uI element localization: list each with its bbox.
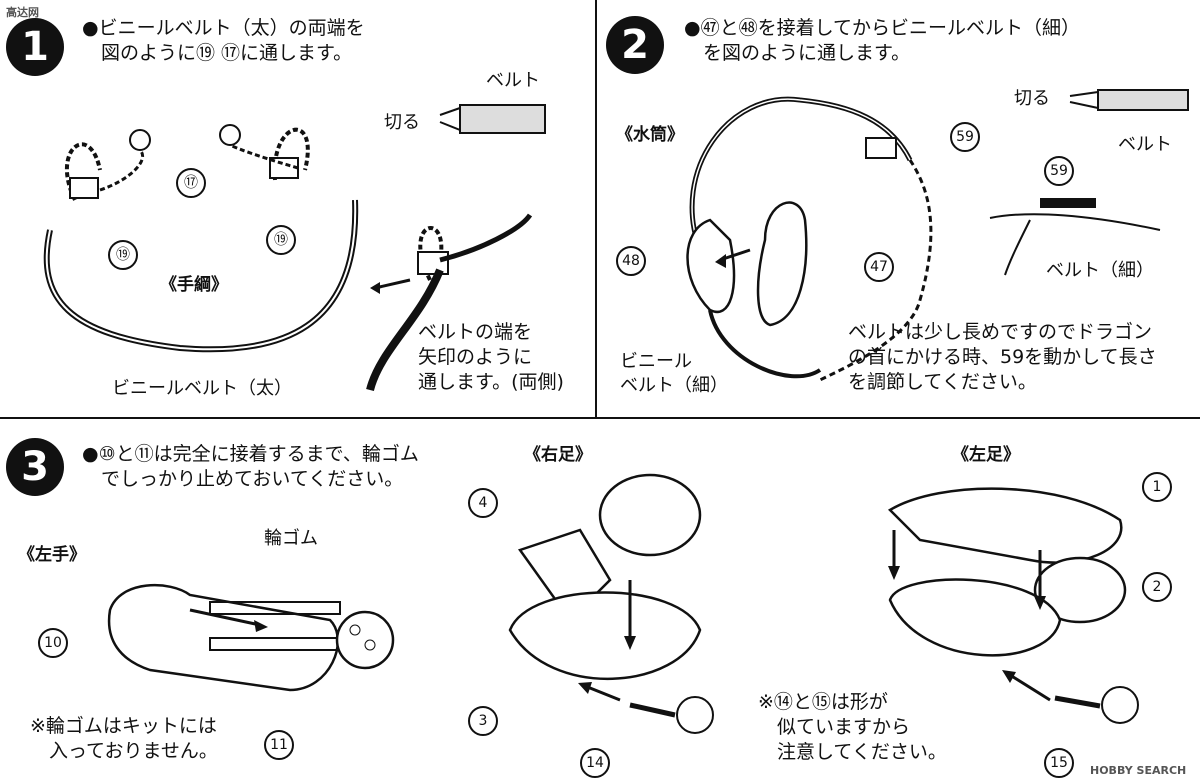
part-19-right-callout: ⑲ (266, 225, 296, 255)
cut-label: 切る (384, 112, 420, 133)
step-1-instruction: ●ビニールベルト（太）の両端を 図のように⑲ ⑰に通します。 (82, 17, 365, 64)
part-1-callout: 1 (1142, 472, 1172, 502)
reins-illustration (43, 124, 359, 353)
right-foot-illustration (508, 473, 714, 734)
part-14-callout: 14 (580, 748, 610, 778)
watermark-top: 高达网 (6, 6, 39, 19)
left-foot-illustration (887, 487, 1139, 724)
part-10-callout: 10 (38, 628, 68, 658)
part-3-callout: 3 (468, 706, 498, 736)
cut-label-2: 切る (1014, 88, 1050, 109)
left-hand-subtitle: 《左手》 (18, 545, 86, 565)
part-48-callout: 48 (616, 246, 646, 276)
belt-label: ベルト (486, 70, 540, 91)
thin-belt-cut-diagram (1069, 89, 1189, 111)
left-foot-subtitle: 《左足》 (952, 445, 1020, 465)
part-19-left-callout: ⑲ (108, 240, 138, 270)
part-2-callout: 2 (1142, 572, 1172, 602)
belt-label-2: ベルト (1118, 134, 1172, 155)
step-2-subtitle: 《水筒》 (616, 125, 684, 145)
belt-cut-diagram (439, 104, 546, 134)
step-1-subtitle: 《手綱》 (160, 275, 228, 295)
rubber-band-label: 輪ゴム (264, 528, 318, 549)
step-2-instruction: ●㊼と㊽を接着してからビニールベルト（細） を図のように通します。 (684, 17, 1081, 64)
step-3-instruction: ●⑩と⑪は完全に接着するまで、輪ゴム でしっかり止めておいてください。 (82, 443, 419, 490)
part-11-callout: 11 (264, 730, 294, 760)
right-foot-subtitle: 《右足》 (524, 445, 592, 465)
step-3-badge: 3 (6, 438, 64, 496)
part-59-detail-callout: 59 (1044, 156, 1074, 186)
belt-threading-detail (366, 213, 533, 392)
step-1-badge: 1 (6, 18, 64, 76)
part-17-callout: ⑰ (176, 168, 206, 198)
thin-belt-label: ベルト（細） (1046, 260, 1154, 281)
belt-end-note: ベルトの端を 矢印のように 通します。(両側) (418, 321, 564, 393)
canteen-illustration (686, 96, 933, 382)
shape-caution-note: ※⑭と⑮は形が 似ていますから 注意してください。 (758, 691, 947, 763)
thin-belt-detail (989, 198, 1161, 276)
part-59-callout: 59 (950, 122, 980, 152)
length-adjust-note: ベルトは少し長めですのでドラゴン の首にかける時、59を動かして長さ を調節して… (848, 321, 1157, 393)
watermark-bottom: HOBBY SEARCH (1090, 764, 1187, 777)
step-2-badge: 2 (606, 16, 664, 74)
part-4-callout: 4 (468, 488, 498, 518)
left-hand-illustration (107, 584, 395, 692)
rubber-band-note: ※輪ゴムはキットには 入っておりません。 (30, 715, 218, 762)
vinyl-belt-thin-label: ビニール ベルト（細） (620, 351, 728, 396)
part-15-callout: 15 (1044, 748, 1074, 778)
vinyl-belt-thick-label: ビニールベルト（太） (112, 378, 292, 399)
part-47-callout: 47 (864, 252, 894, 282)
